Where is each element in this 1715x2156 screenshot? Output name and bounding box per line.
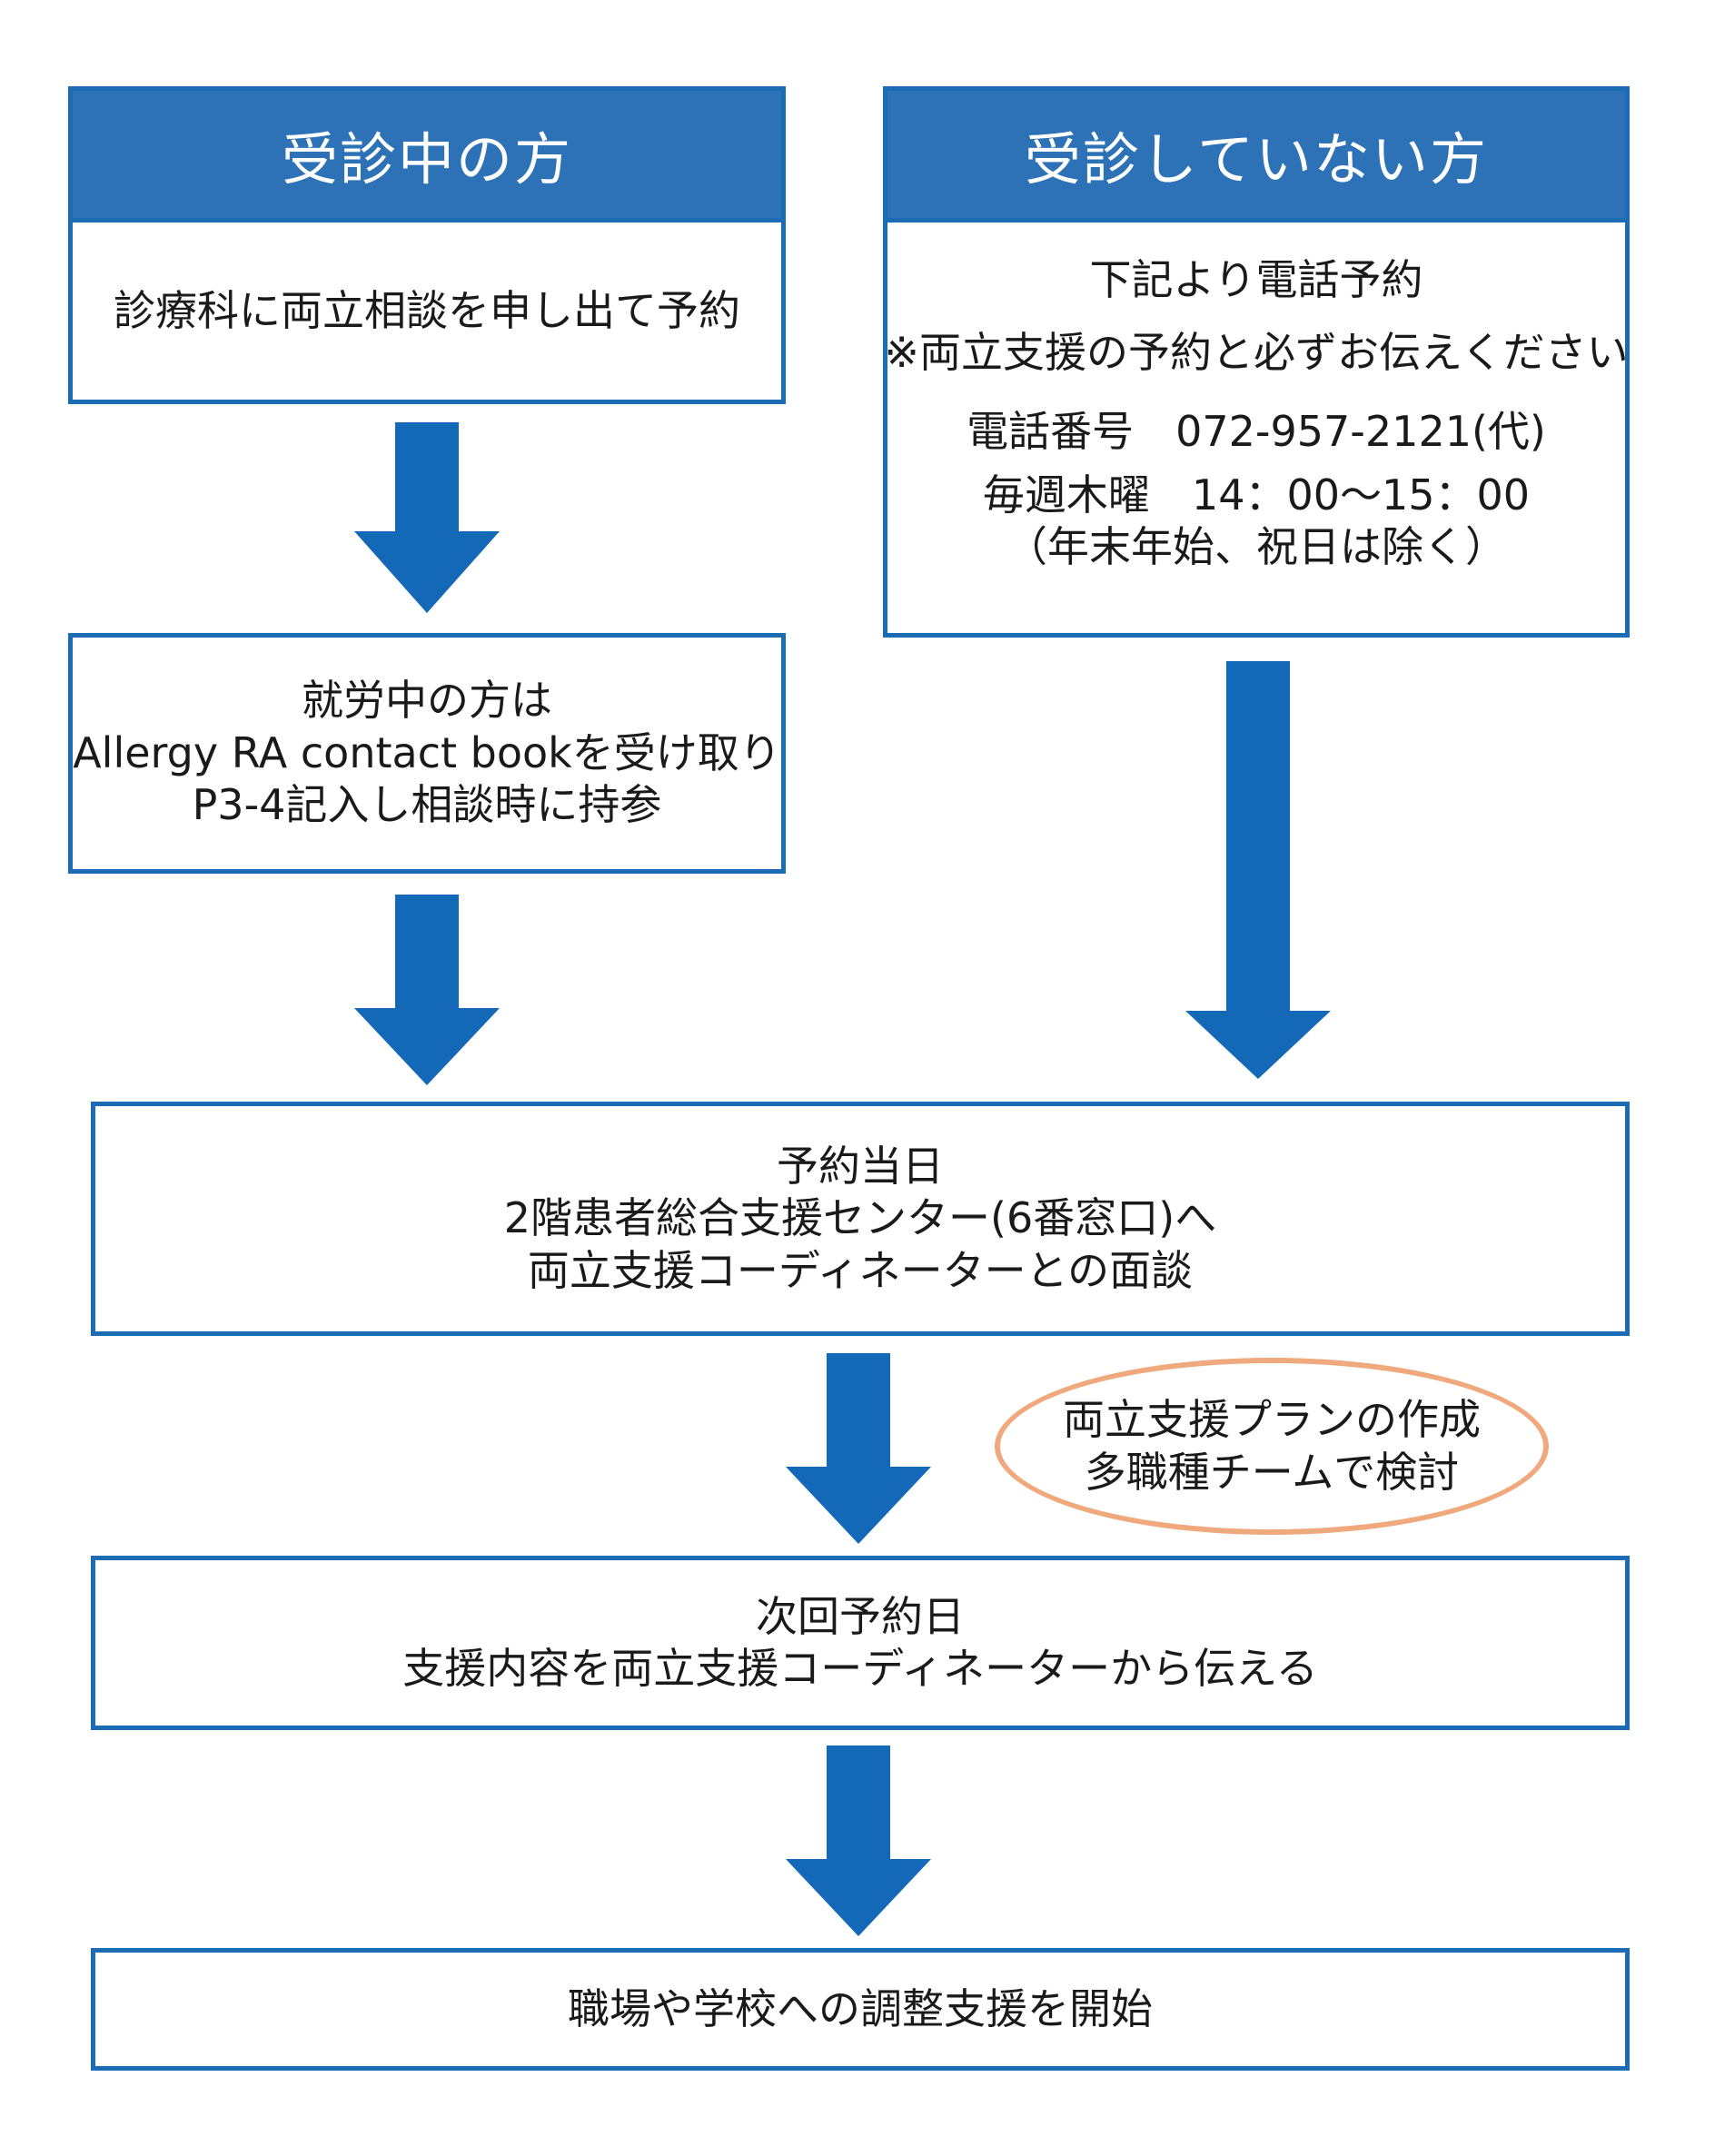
arrow-down-icon <box>786 1746 931 1936</box>
header-not-in-treatment-label: 受診していない方 <box>1024 126 1489 193</box>
appointment-day-line1: 予約当日 <box>777 1141 944 1191</box>
plan-note-line2: 多職種チームで検討 <box>1084 1447 1460 1497</box>
header-not-in-treatment: 受診していない方 <box>883 86 1630 223</box>
step-employed-line2: Allergy RA contact bookを受け取り <box>73 727 781 777</box>
step-appointment-day: 予約当日 2階患者総合支援センター(6番窓口)へ 両立支援コーディネーターとの面… <box>91 1102 1630 1336</box>
next-appointment-line1: 次回予約日 <box>756 1591 965 1641</box>
arrow-down-icon <box>354 422 500 613</box>
arrow-down-icon <box>354 895 500 1085</box>
step-next-appointment: 次回予約日 支援内容を両立支援コーディネーターから伝える <box>91 1556 1630 1730</box>
plan-note-ellipse: 両立支援プランの作成 多職種チームで検討 <box>995 1358 1549 1535</box>
arrow-down-icon <box>786 1353 931 1544</box>
phone-hours-note: （年末年始、祝日は除く） <box>1006 522 1507 571</box>
phone-reservation-box: 下記より電話予約 ※両立支援の予約と必ずお伝えください 電話番号 072-957… <box>883 218 1630 638</box>
next-appointment-line2: 支援内容を両立支援コーディネーターから伝える <box>402 1644 1318 1693</box>
plan-note-line1: 両立支援プランの作成 <box>1063 1395 1481 1444</box>
phone-hours: 毎週木曜 14：00～15：00 <box>982 470 1531 519</box>
step-request-consultation-text: 診療科に両立相談を申し出て予約 <box>114 285 740 335</box>
appointment-day-line3: 両立支援コーディネーターとの面談 <box>527 1245 1194 1295</box>
step-employed-line1: 就労中の方は <box>302 676 552 726</box>
step-start-adjustment-support: 職場や学校への調整支援を開始 <box>91 1948 1630 2071</box>
appointment-day-line2: 2階患者総合支援センター(6番窓口)へ <box>503 1193 1217 1243</box>
header-in-treatment-label: 受診中の方 <box>281 126 572 193</box>
phone-number: 電話番号 072-957-2121(代) <box>967 407 1546 456</box>
header-in-treatment: 受診中の方 <box>68 86 786 223</box>
phone-reservation-notice: ※両立支援の予約と必ずお伝えください <box>884 327 1629 377</box>
arrow-down-icon <box>1185 661 1331 1079</box>
step-request-consultation: 診療科に両立相談を申し出て予約 <box>68 218 786 404</box>
phone-reservation-title: 下記より電話予約 <box>1089 255 1423 304</box>
step-employed-contact-book: 就労中の方は Allergy RA contact bookを受け取り P3-4… <box>68 633 786 874</box>
final-step-text: 職場や学校への調整支援を開始 <box>568 1983 1153 2033</box>
step-employed-line3: P3-4記入し相談時に持参 <box>192 780 662 830</box>
